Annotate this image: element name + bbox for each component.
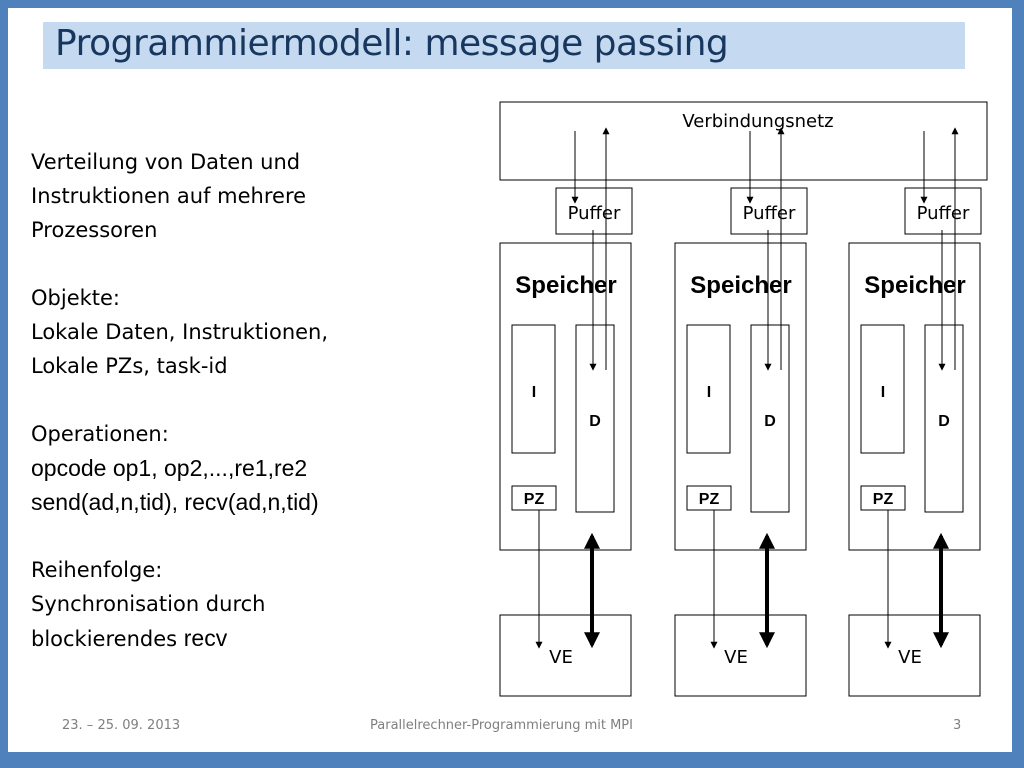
data-label-2: D xyxy=(764,413,776,430)
buffer-box-2 xyxy=(730,187,808,235)
buffer-label-3: Puffer xyxy=(917,203,970,224)
unit-label-3: VE xyxy=(898,647,922,668)
pc-label-1: PZ xyxy=(524,491,545,508)
unit-label-1: VE xyxy=(549,647,573,668)
unit-box-1 xyxy=(499,614,632,697)
pc-label-2: PZ xyxy=(699,491,720,508)
instruction-label-3: I xyxy=(881,384,885,401)
footer-date: 23. – 25. 09. 2013 xyxy=(62,718,181,733)
unit-box-3 xyxy=(848,614,981,697)
operations-heading: Operationen: xyxy=(31,422,169,446)
data-box-2 xyxy=(750,324,790,513)
distribution-line-1: Verteilung von Daten und xyxy=(31,150,301,174)
order-line-1: Synchronisation durch xyxy=(31,592,266,616)
slide-title: Programmiermodell: message passing xyxy=(55,23,729,64)
memory-label-3: Speicher xyxy=(864,272,965,299)
instruction-label-1: I xyxy=(532,384,536,401)
order-line-2-text: blockierendes xyxy=(31,627,184,651)
order-heading: Reihenfolge: xyxy=(31,558,163,582)
title-bar xyxy=(43,22,965,69)
operations-line-2: send(ad,n,tid), recv(ad,n,tid) xyxy=(31,489,319,515)
slide-body: Verteilung von Daten und Instruktionen a… xyxy=(31,145,431,656)
data-label-1: D xyxy=(589,413,601,430)
objects-line-1: Lokale Daten, Instruktionen, xyxy=(31,320,329,344)
instruction-box-1 xyxy=(511,324,556,454)
pc-box-3 xyxy=(860,485,906,511)
data-box-3 xyxy=(924,324,964,513)
buffer-label-2: Puffer xyxy=(743,203,796,224)
buffer-label-1: Puffer xyxy=(568,203,621,224)
pc-box-2 xyxy=(686,485,732,511)
operations-line-1: opcode op1, op2,...,re1,re2 xyxy=(31,455,308,481)
unit-label-2: VE xyxy=(724,647,748,668)
network-box xyxy=(499,101,988,181)
network-label: Verbindungsnetz xyxy=(682,111,833,132)
data-box-1 xyxy=(575,324,615,513)
memory-label-2: Speicher xyxy=(690,272,791,299)
order-line-2: blockierendes recv xyxy=(31,621,431,656)
memory-label-1: Speicher xyxy=(515,272,616,299)
distribution-line-2: Instruktionen auf mehrere xyxy=(31,184,307,208)
objects-line-2: Lokale PZs, task-id xyxy=(31,354,228,378)
footer-course: Parallelrechner-Programmierung mit MPI xyxy=(370,718,633,733)
buffer-box-1 xyxy=(555,187,633,235)
instruction-label-2: I xyxy=(707,384,711,401)
unit-box-2 xyxy=(674,614,807,697)
footer-page: 3 xyxy=(953,718,962,733)
buffer-box-3 xyxy=(904,187,982,235)
order-line-2-code: recv xyxy=(183,625,228,651)
objects-heading: Objekte: xyxy=(31,286,121,310)
distribution-line-3: Prozessoren xyxy=(31,218,158,242)
data-label-3: D xyxy=(938,413,950,430)
pc-label-3: PZ xyxy=(873,491,894,508)
instruction-box-3 xyxy=(860,324,905,454)
pc-box-1 xyxy=(511,485,557,511)
instruction-box-2 xyxy=(686,324,731,454)
